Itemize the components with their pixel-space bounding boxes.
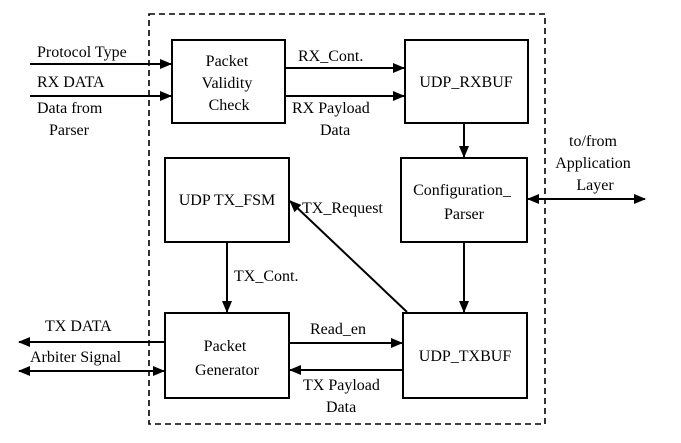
packet-generator-label: Packet Generator [195, 338, 260, 379]
rx-cont-label: RX_Cont. [298, 48, 363, 65]
application-layer-label: to/from Application Layer [555, 133, 635, 194]
arbiter-signal-label: Arbiter Signal [30, 349, 122, 366]
udp-rxbuf-label: UDP_RXBUF [419, 74, 512, 91]
packet-validity-check-label: Packet Validity Check [202, 53, 257, 114]
udp-rxbuf-box [404, 39, 529, 124]
udp-txbuf-box [402, 312, 528, 399]
udp-txbuf-label: UDP_TXBUF [419, 348, 512, 365]
packet-validity-check-box [171, 39, 286, 124]
tx-data-label: TX DATA [45, 318, 112, 335]
tx-request-label: TX_Request [302, 200, 383, 217]
tx-request-arrow [289, 200, 408, 313]
packet-generator-box [164, 312, 290, 399]
read-en-label: Read_en [310, 321, 366, 338]
configuration-parser-label: Configuration_ Parser [413, 182, 515, 223]
rx-data-label: RX DATA [37, 74, 105, 91]
rx-payload-data-label: RX Payload Data [292, 100, 374, 139]
system-boundary [148, 13, 546, 425]
udp-tx-fsm-label: UDP TX_FSM [179, 192, 275, 209]
protocol-type-label: Protocol Type [37, 44, 127, 61]
configuration-parser-box [400, 157, 528, 243]
tx-payload-data-label: TX Payload Data [303, 377, 384, 416]
data-from-parser-label: Data from Parser [37, 100, 106, 139]
tx-cont-label: TX_Cont. [234, 268, 298, 285]
